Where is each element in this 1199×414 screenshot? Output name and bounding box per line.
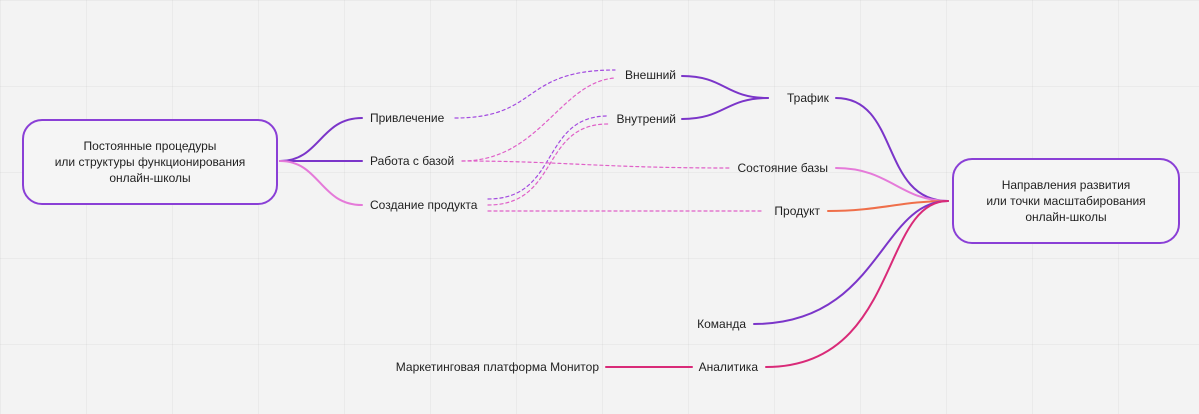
node-privlechenie[interactable]: Привлечение <box>370 111 445 125</box>
node-analitika[interactable]: Аналитика <box>698 360 758 374</box>
node-produkt[interactable]: Продукт <box>774 204 820 218</box>
dashed-rabota-sostoyanie <box>461 160 731 169</box>
dashed-connectors <box>454 69 765 212</box>
connector-analitika-right <box>765 200 949 368</box>
connector-sostoyanie-right <box>835 167 949 202</box>
connector-left-privlechenie <box>279 117 363 162</box>
left-root-node-text: Постоянные процедуры или структуры функц… <box>54 139 246 185</box>
right-root-node-text: Направления развития или точки масштабир… <box>986 178 1146 224</box>
node-monitor[interactable]: Маркетинговая платформа Монитор <box>395 360 599 374</box>
solid-connectors <box>279 75 949 368</box>
node-sostoyanie-bazy[interactable]: Состояние базы <box>737 161 828 175</box>
node-komanda[interactable]: Команда <box>697 317 746 331</box>
connector-left-sozdanie-produkta <box>279 160 363 206</box>
connector-vneshniy-trafik <box>681 75 769 99</box>
dashed-sozdanie-vnutreniy <box>487 115 609 200</box>
dashed-privlechenie-vneshniy <box>454 69 616 119</box>
node-rabota-s-bazoy[interactable]: Работа с базой <box>370 154 455 168</box>
dashed-rabota-vneshniy <box>461 77 616 162</box>
node-vneshniy[interactable]: Внешний <box>625 68 676 82</box>
connector-trafik-right <box>835 97 949 202</box>
connector-vnutreniy-trafik <box>681 97 769 120</box>
node-vnutreniy[interactable]: Внутрений <box>616 112 676 126</box>
connector-komanda-right <box>753 200 949 325</box>
right-root-node[interactable]: Направления развития или точки масштабир… <box>952 158 1180 244</box>
node-trafik[interactable]: Трафик <box>787 91 829 105</box>
node-sozdanie-produkta[interactable]: Создание продукта <box>370 198 478 212</box>
dashed-sozdanie-vnutreniy-2 <box>487 123 609 206</box>
connector-produkt-right <box>827 200 949 212</box>
left-root-node[interactable]: Постоянные процедуры или структуры функц… <box>22 119 278 205</box>
